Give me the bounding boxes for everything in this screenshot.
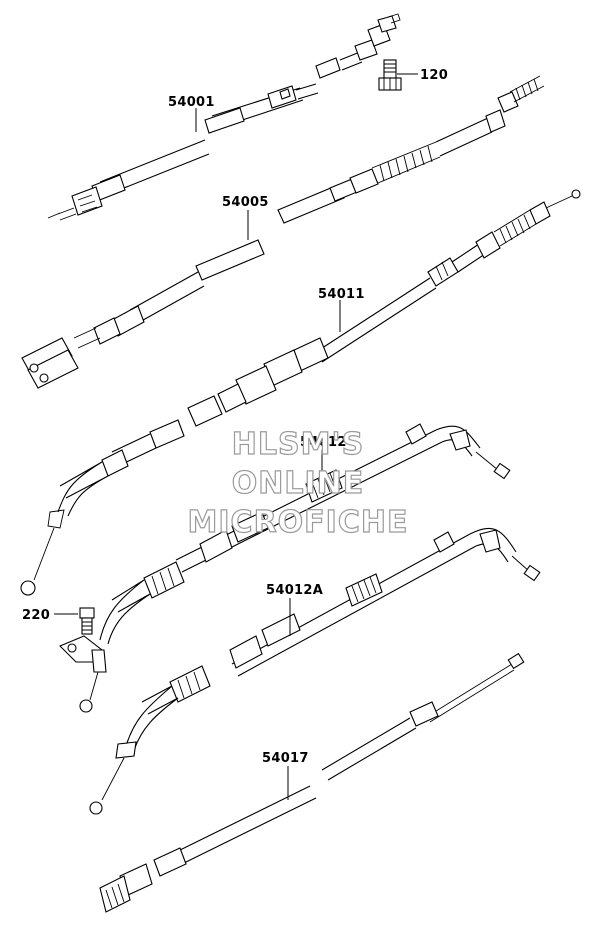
watermark-line-1: HLSM'S (232, 427, 364, 462)
cable-54017[interactable] (99, 652, 525, 913)
part-label-54017[interactable]: 54017 (262, 751, 309, 766)
watermark-line-2: ONLINE (232, 466, 365, 501)
part-label-54012A[interactable]: 54012A (266, 583, 323, 598)
cable-54011[interactable] (20, 189, 581, 596)
cable-54005[interactable] (21, 75, 545, 389)
watermark-line-3: MICROFICHE (188, 505, 409, 540)
cable-54012[interactable] (59, 423, 511, 713)
part-label-54012[interactable]: 54012 (300, 435, 347, 450)
cable-54001[interactable] (47, 13, 401, 221)
part-label-54001[interactable]: 54001 (168, 95, 215, 110)
watermark: HLSM'S ONLINE MICROFICHE (187, 426, 409, 540)
part-label-54011[interactable]: 54011 (318, 287, 365, 302)
cable-54012A[interactable] (89, 527, 541, 815)
bolt-120[interactable] (378, 59, 418, 91)
part-label-220[interactable]: 220 (22, 608, 50, 623)
part-label-120[interactable]: 120 (420, 68, 448, 83)
part-label-54005[interactable]: 54005 (222, 195, 269, 210)
screw-220[interactable] (54, 607, 95, 635)
